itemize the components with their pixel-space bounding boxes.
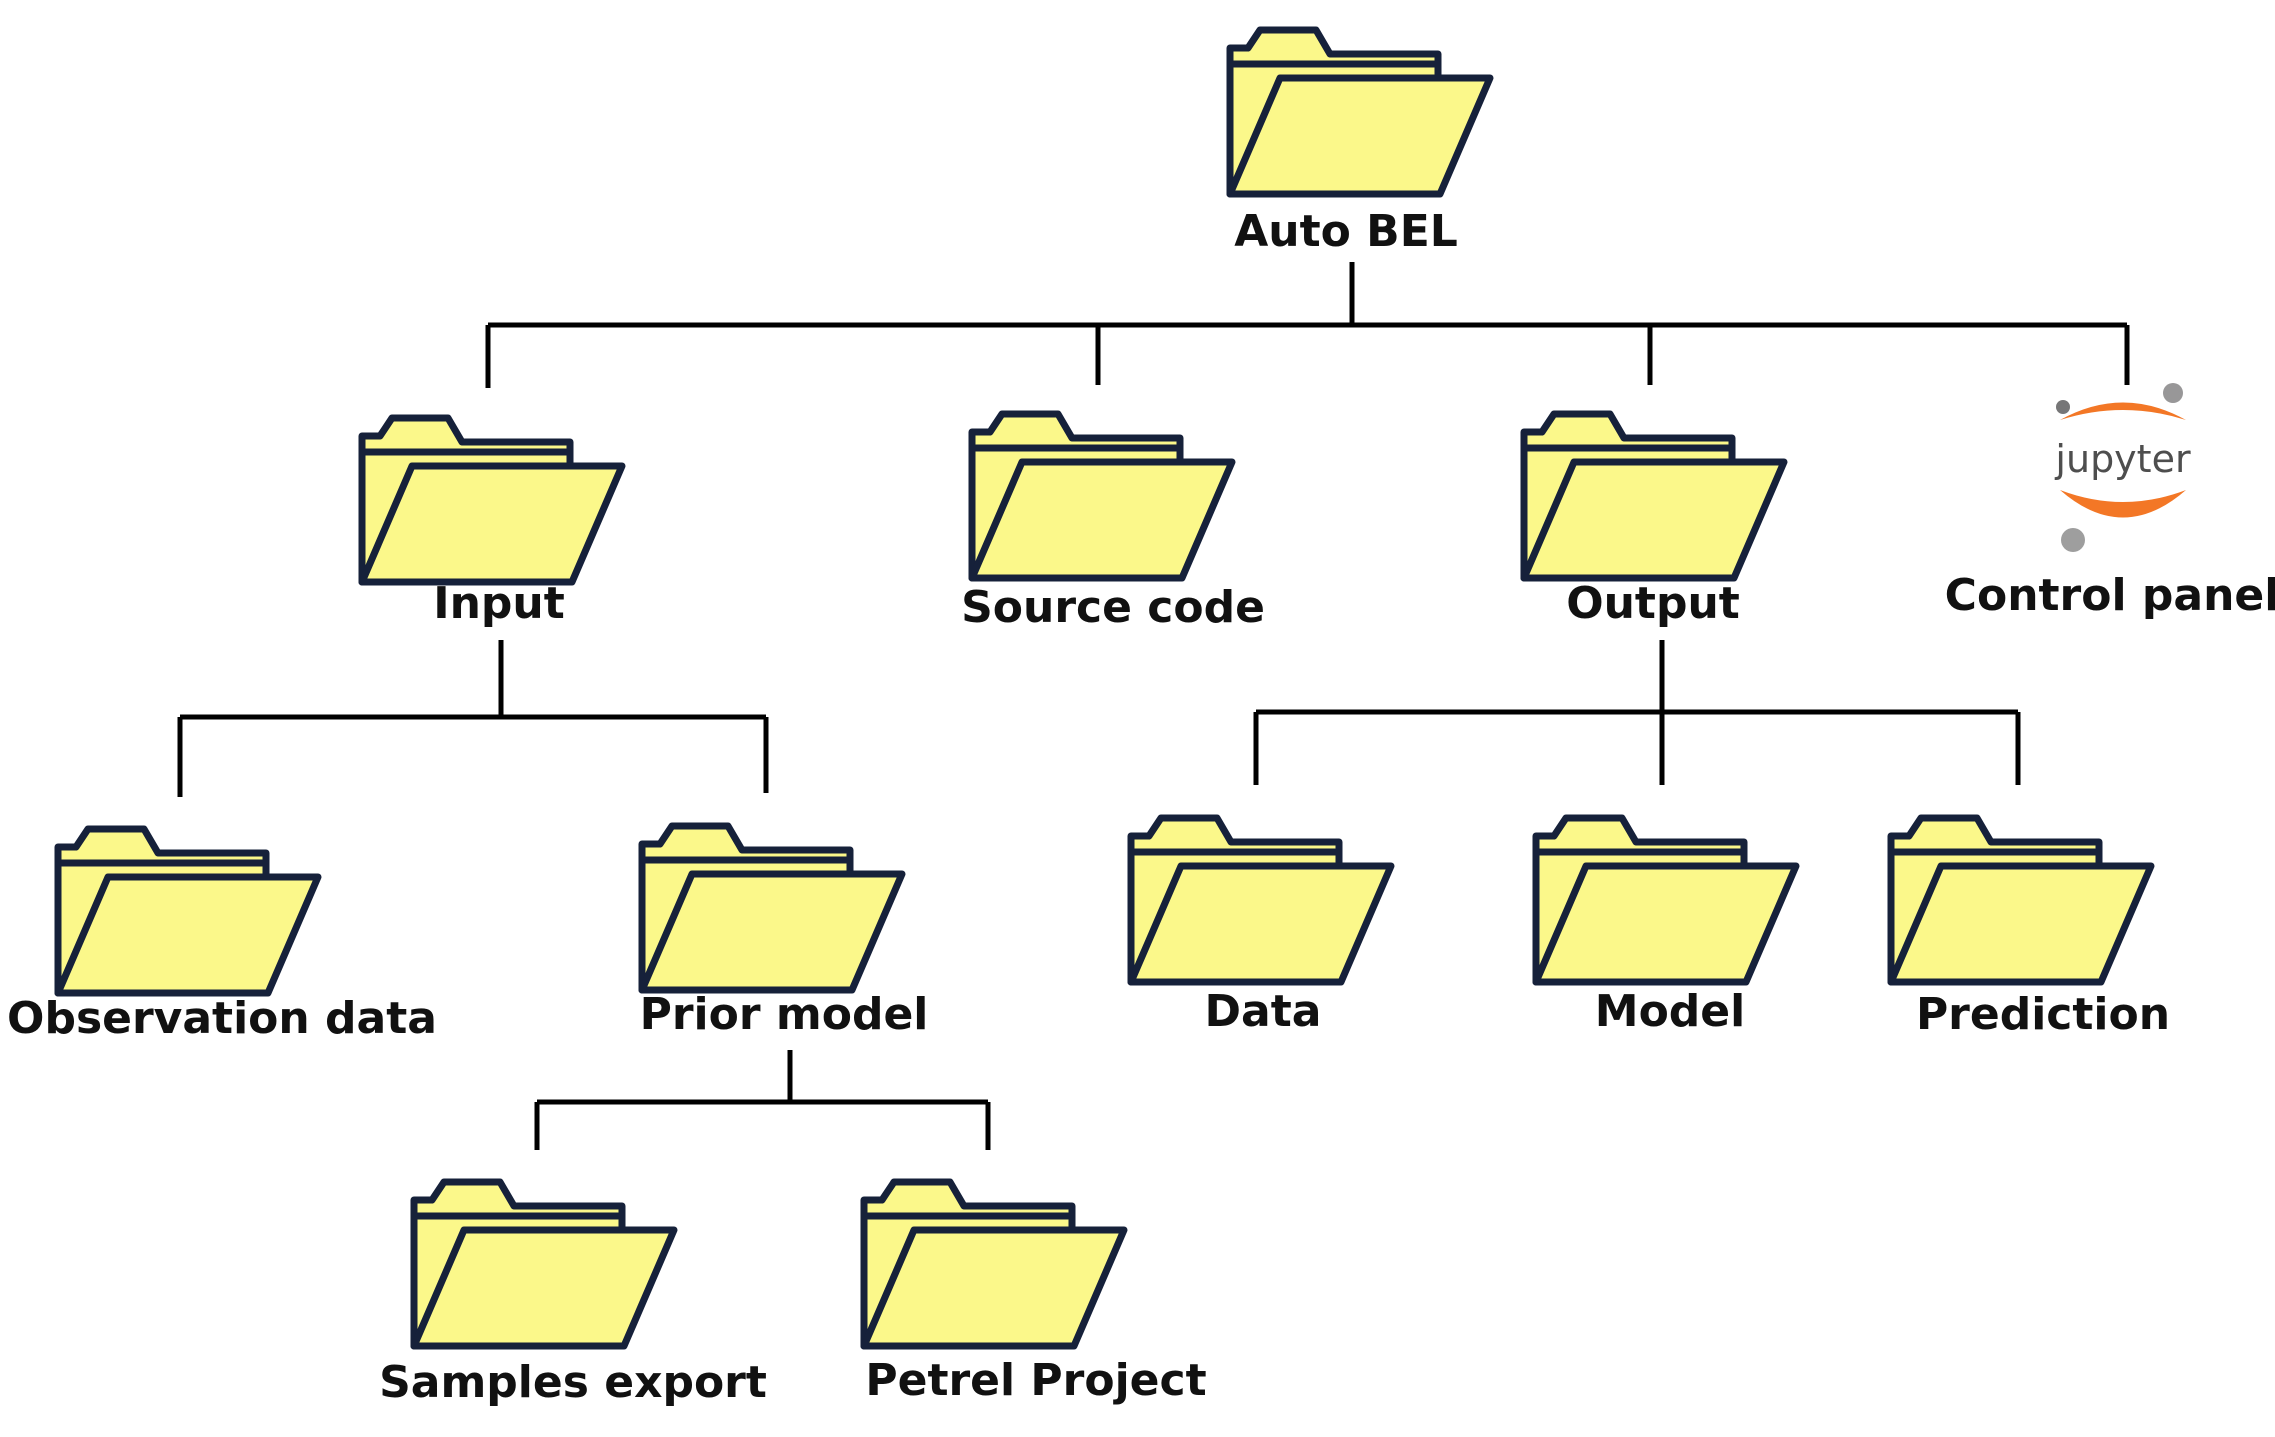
jupyter-logo-text: jupyter bbox=[2054, 437, 2191, 481]
folder-icon bbox=[864, 1182, 1124, 1346]
folder-icon bbox=[58, 829, 318, 993]
folder-input[interactable]: Input bbox=[362, 418, 622, 629]
node-label-model: Model bbox=[1595, 986, 1745, 1037]
node-label-prior-model: Prior model bbox=[640, 989, 929, 1040]
folder-output[interactable]: Output bbox=[1524, 414, 1784, 629]
folder-icon bbox=[414, 1182, 674, 1346]
folder-icon bbox=[1524, 414, 1784, 578]
jupyter-top-arc bbox=[2060, 402, 2186, 420]
connector-lines bbox=[177, 262, 2130, 1150]
folder-prediction[interactable]: Prediction bbox=[1891, 818, 2170, 1040]
folder-source-code[interactable]: Source code bbox=[961, 414, 1265, 633]
control-panel[interactable]: jupyter Control panel bbox=[1945, 383, 2275, 621]
node-label-prediction: Prediction bbox=[1916, 989, 2170, 1040]
node-label-output: Output bbox=[1566, 578, 1740, 629]
folder-observation-data[interactable]: Observation data bbox=[7, 829, 437, 1044]
node-label-control-panel: Control panel bbox=[1945, 570, 2275, 621]
folder-icon bbox=[972, 414, 1232, 578]
folder-icon bbox=[1536, 818, 1796, 982]
connector-input-to-children bbox=[177, 640, 769, 797]
node-label-petrel-project: Petrel Project bbox=[865, 1355, 1206, 1406]
folder-icon bbox=[362, 418, 622, 582]
jupyter-moon-bottom-left bbox=[2061, 528, 2085, 552]
folder-data[interactable]: Data bbox=[1131, 818, 1391, 1037]
folder-icon bbox=[642, 826, 902, 990]
node-label-auto-bel: Auto BEL bbox=[1234, 206, 1458, 257]
connector-root-to-level1 bbox=[485, 262, 2130, 388]
folder-icon bbox=[1891, 818, 2151, 982]
folder-auto-bel[interactable]: Auto BEL bbox=[1230, 30, 1490, 257]
node-label-observation-data: Observation data bbox=[7, 993, 437, 1044]
node-label-data: Data bbox=[1205, 986, 1322, 1037]
node-label-input: Input bbox=[433, 578, 565, 629]
folder-petrel-project[interactable]: Petrel Project bbox=[864, 1182, 1207, 1406]
folder-icon bbox=[1230, 30, 1490, 194]
jupyter-moon-top-left bbox=[2056, 400, 2070, 414]
jupyter-bottom-arc bbox=[2060, 490, 2186, 518]
node-label-source-code: Source code bbox=[961, 582, 1265, 633]
jupyter-logo-icon: jupyter bbox=[2054, 383, 2191, 552]
folder-prior-model[interactable]: Prior model bbox=[640, 826, 929, 1040]
folder-model[interactable]: Model bbox=[1536, 818, 1796, 1037]
jupyter-moon-top-right bbox=[2163, 383, 2183, 403]
folder-icon bbox=[1131, 818, 1391, 982]
connector-output-to-children bbox=[1253, 640, 2021, 785]
node-label-samples-export: Samples export bbox=[379, 1357, 767, 1408]
connector-prior-to-children bbox=[534, 1050, 991, 1150]
folder-samples-export[interactable]: Samples export bbox=[379, 1182, 767, 1408]
